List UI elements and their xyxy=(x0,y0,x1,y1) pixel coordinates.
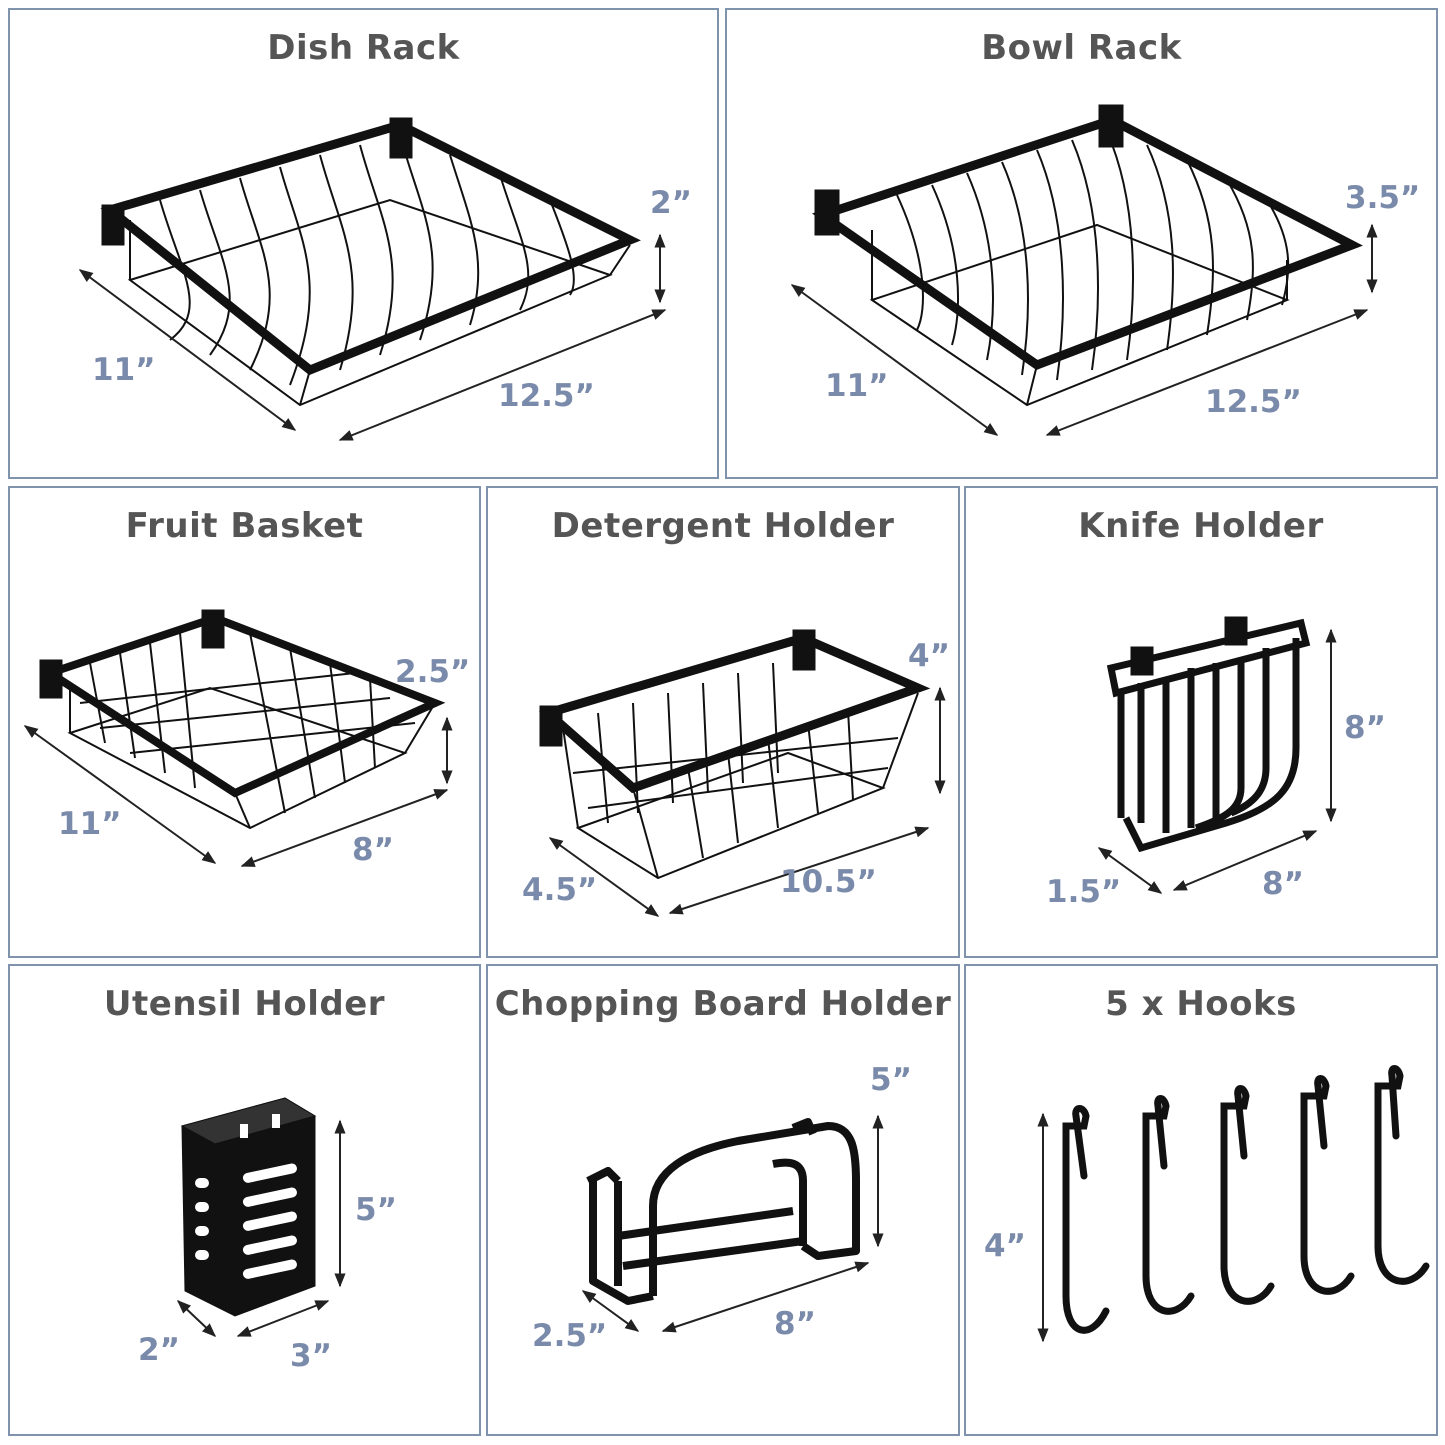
hooks-image xyxy=(1037,1065,1430,1343)
chopping-board-holder-image xyxy=(581,1114,884,1333)
dim-length: 4” xyxy=(984,1228,1026,1264)
panel-title: Chopping Board Holder xyxy=(494,984,952,1024)
dim-depth: 2.5” xyxy=(532,1318,608,1354)
dish-rack-image xyxy=(78,117,667,441)
hook-3 xyxy=(1220,1085,1275,1305)
panel-bowl-rack: Bowl Rack 11” 12.5” 3.5” xyxy=(725,8,1438,479)
fruit-basket-image xyxy=(23,609,453,867)
panel-utensil-holder: Utensil Holder 2” 3” 5” xyxy=(8,964,481,1436)
dim-width: 12.5” xyxy=(498,378,595,414)
panel-knife-holder: Knife Holder 1.5” 8” 8” xyxy=(964,486,1438,958)
panel-title: Fruit Basket xyxy=(125,506,364,546)
panel-title: Bowl Rack xyxy=(981,28,1182,68)
utensil-holder-image xyxy=(176,1097,346,1337)
dim-height: 4” xyxy=(908,638,950,674)
dim-depth: 4.5” xyxy=(522,872,598,908)
dim-width: 8” xyxy=(1262,866,1304,902)
dim-width: 8” xyxy=(352,832,394,868)
panel-dish-rack: Dish Rack 11” 12.5” 2” xyxy=(8,8,719,479)
dim-depth: 11” xyxy=(58,806,122,842)
panel-title: Utensil Holder xyxy=(103,984,386,1024)
dim-depth: 11” xyxy=(92,352,156,388)
dim-width: 12.5” xyxy=(1205,384,1302,420)
knife-holder-image xyxy=(1097,616,1337,894)
panel-detergent-holder: Detergent Holder 4.5” 10.5” 4” xyxy=(486,486,960,958)
bowl-rack-image xyxy=(790,104,1378,436)
dim-height: 2” xyxy=(650,185,692,221)
panel-fruit-basket: Fruit Basket 11” 8” 2.5” xyxy=(8,486,481,958)
hook-5 xyxy=(1374,1065,1430,1285)
panel-title: Knife Holder xyxy=(1078,506,1324,546)
panel-title: Detergent Holder xyxy=(551,506,895,546)
dim-height: 5” xyxy=(870,1062,912,1098)
hook-4 xyxy=(1300,1075,1355,1295)
detergent-holder-image xyxy=(538,629,946,917)
dim-height: 5” xyxy=(355,1192,397,1228)
hook-2 xyxy=(1142,1095,1195,1315)
dim-width: 10.5” xyxy=(780,864,877,900)
dim-width: 3” xyxy=(290,1338,332,1374)
panel-title: 5 x Hooks xyxy=(1105,984,1297,1024)
dim-depth: 11” xyxy=(825,368,889,404)
dim-depth: 2” xyxy=(138,1332,180,1368)
dim-width: 8” xyxy=(774,1306,816,1342)
panel-chopping-board-holder: Chopping Board Holder 2.5” 8” 5” xyxy=(486,964,960,1436)
dim-height: 3.5” xyxy=(1345,180,1421,216)
panel-title: Dish Rack xyxy=(267,28,460,68)
hook-1 xyxy=(1062,1105,1110,1334)
dim-depth: 1.5” xyxy=(1046,874,1122,910)
panel-hooks: 5 x Hooks 4” xyxy=(964,964,1438,1436)
dim-height: 8” xyxy=(1344,710,1386,746)
dim-height: 2.5” xyxy=(395,654,471,690)
